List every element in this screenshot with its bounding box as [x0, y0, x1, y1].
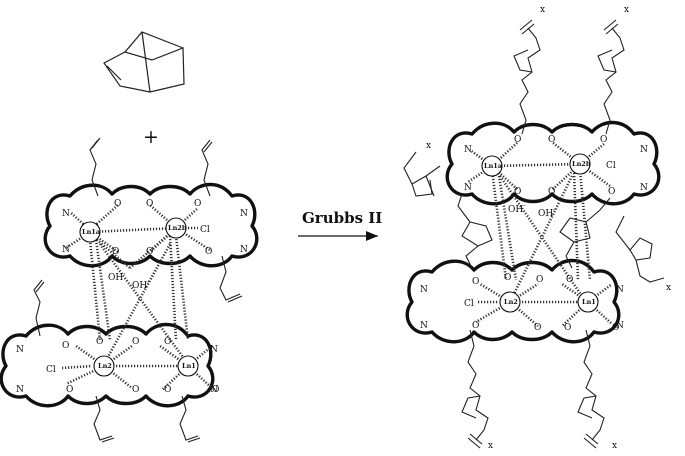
ln1a-center-left: [79, 221, 101, 243]
left-top-macrocycle: [43, 182, 259, 268]
o-atom-label: O: [194, 199, 201, 209]
o-atom-label: O: [608, 187, 615, 197]
ln1-center-left: [177, 355, 199, 377]
hydroxide-label: OH-: [538, 206, 556, 219]
ln1a-label-left: Ln1a: [82, 228, 101, 236]
hydroxide-label: OH-: [508, 202, 526, 215]
norbornene-structure: [103, 31, 185, 93]
o-atom-label: O: [564, 323, 571, 333]
left-allyl-arms: [33, 137, 243, 443]
x-subscript: x: [666, 283, 671, 293]
ln1-center-right: [577, 291, 599, 313]
o-atom-label: O: [514, 187, 521, 197]
o-atom-label: O: [212, 385, 219, 395]
right-polymer-chains: [403, 19, 665, 449]
reaction-arrow: [298, 231, 378, 241]
o-atom-label: O: [514, 135, 521, 145]
right-bottom-macrocycle: [405, 258, 621, 344]
right-atom-labels: N N O O O O O O N N Cl OH- OH- N N O O O…: [420, 135, 648, 333]
x-subscript: x: [612, 441, 617, 451]
o-atom-label: O: [132, 385, 139, 395]
o-atom-label: O: [536, 275, 543, 285]
n-atom-label: N: [616, 285, 624, 295]
o-atom-label: O: [164, 337, 171, 347]
left-cl-dash: [61, 364, 93, 370]
ln2-center-left: [93, 355, 115, 377]
o-atom-label: O: [205, 247, 212, 257]
o-atom-label: O: [132, 337, 139, 347]
o-atom-label: O: [62, 341, 69, 351]
n-atom-label: N: [640, 145, 648, 155]
n-atom-label: N: [464, 145, 472, 155]
right-top-macrocycle: [445, 120, 661, 206]
n-atom-label: N: [16, 385, 24, 395]
ln2-label-right: Ln2: [504, 298, 518, 306]
o-atom-label: O: [566, 275, 573, 285]
ln1-label-right: Ln1: [582, 298, 596, 306]
o-atom-label: O: [114, 199, 121, 209]
o-atom-label: O: [112, 247, 119, 257]
left-bottom-macrocycle: [0, 322, 215, 408]
o-atom-label: O: [472, 277, 479, 287]
o-atom-label: O: [612, 323, 619, 333]
hydroxide-label: OH-: [108, 270, 126, 283]
n-atom-label: N: [420, 321, 428, 331]
cl-atom-label: Cl: [464, 299, 474, 309]
ln2-center-right: [499, 291, 521, 313]
n-atom-label: N: [62, 209, 70, 219]
n-atom-label: N: [616, 321, 624, 331]
cl-atom-label: Cl: [606, 161, 616, 171]
o-atom-label: O: [164, 385, 171, 395]
x-subscript: x: [624, 5, 629, 15]
ln2b-label-left: Ln2b: [168, 224, 187, 232]
o-atom-label: O: [600, 135, 607, 145]
ln1a-center-right: [481, 155, 503, 177]
x-subscript: x: [488, 441, 493, 451]
hydroxide-label: OH-: [132, 278, 150, 291]
o-atom-label: O: [548, 135, 555, 145]
ln2b-label-right: Ln2b: [572, 160, 591, 168]
n-atom-label: N: [640, 183, 648, 193]
o-atom-label: O: [146, 199, 153, 209]
cl-atom-label: Cl: [46, 365, 56, 375]
x-subscript: x: [540, 5, 545, 15]
o-atom-label: O: [504, 273, 511, 283]
n-atom-label: N: [420, 285, 428, 295]
cl-atom-label: Cl: [200, 225, 210, 235]
ln2-label-left: Ln2: [98, 362, 112, 370]
o-atom-label: O: [146, 247, 153, 257]
n-atom-label: N: [62, 245, 70, 255]
polymer-repeat-markers: x x x x x x: [426, 5, 671, 451]
x-subscript: x: [426, 141, 431, 151]
n-atom-label: N: [210, 345, 218, 355]
reagent-label: Grubbs II: [302, 209, 382, 227]
ln1-label-left: Ln1: [182, 362, 196, 370]
n-atom-label: N: [16, 345, 24, 355]
o-atom-label: O: [472, 321, 479, 331]
n-atom-label: N: [240, 245, 248, 255]
o-atom-label: O: [534, 323, 541, 333]
ln2b-center-right: [569, 153, 591, 175]
ln2b-center-left: [165, 217, 187, 239]
o-atom-label: O: [548, 187, 555, 197]
ln1a-label-right: Ln1a: [484, 162, 503, 170]
o-atom-label: O: [66, 385, 73, 395]
n-atom-label: N: [240, 209, 248, 219]
o-atom-label: O: [96, 337, 103, 347]
plus-sign: +: [143, 126, 159, 148]
n-atom-label: N: [464, 183, 472, 193]
left-atom-labels: N N O O O O O O N N Cl OH- OH- N N O O O…: [16, 199, 248, 395]
n-atom-label: N: [210, 385, 218, 395]
